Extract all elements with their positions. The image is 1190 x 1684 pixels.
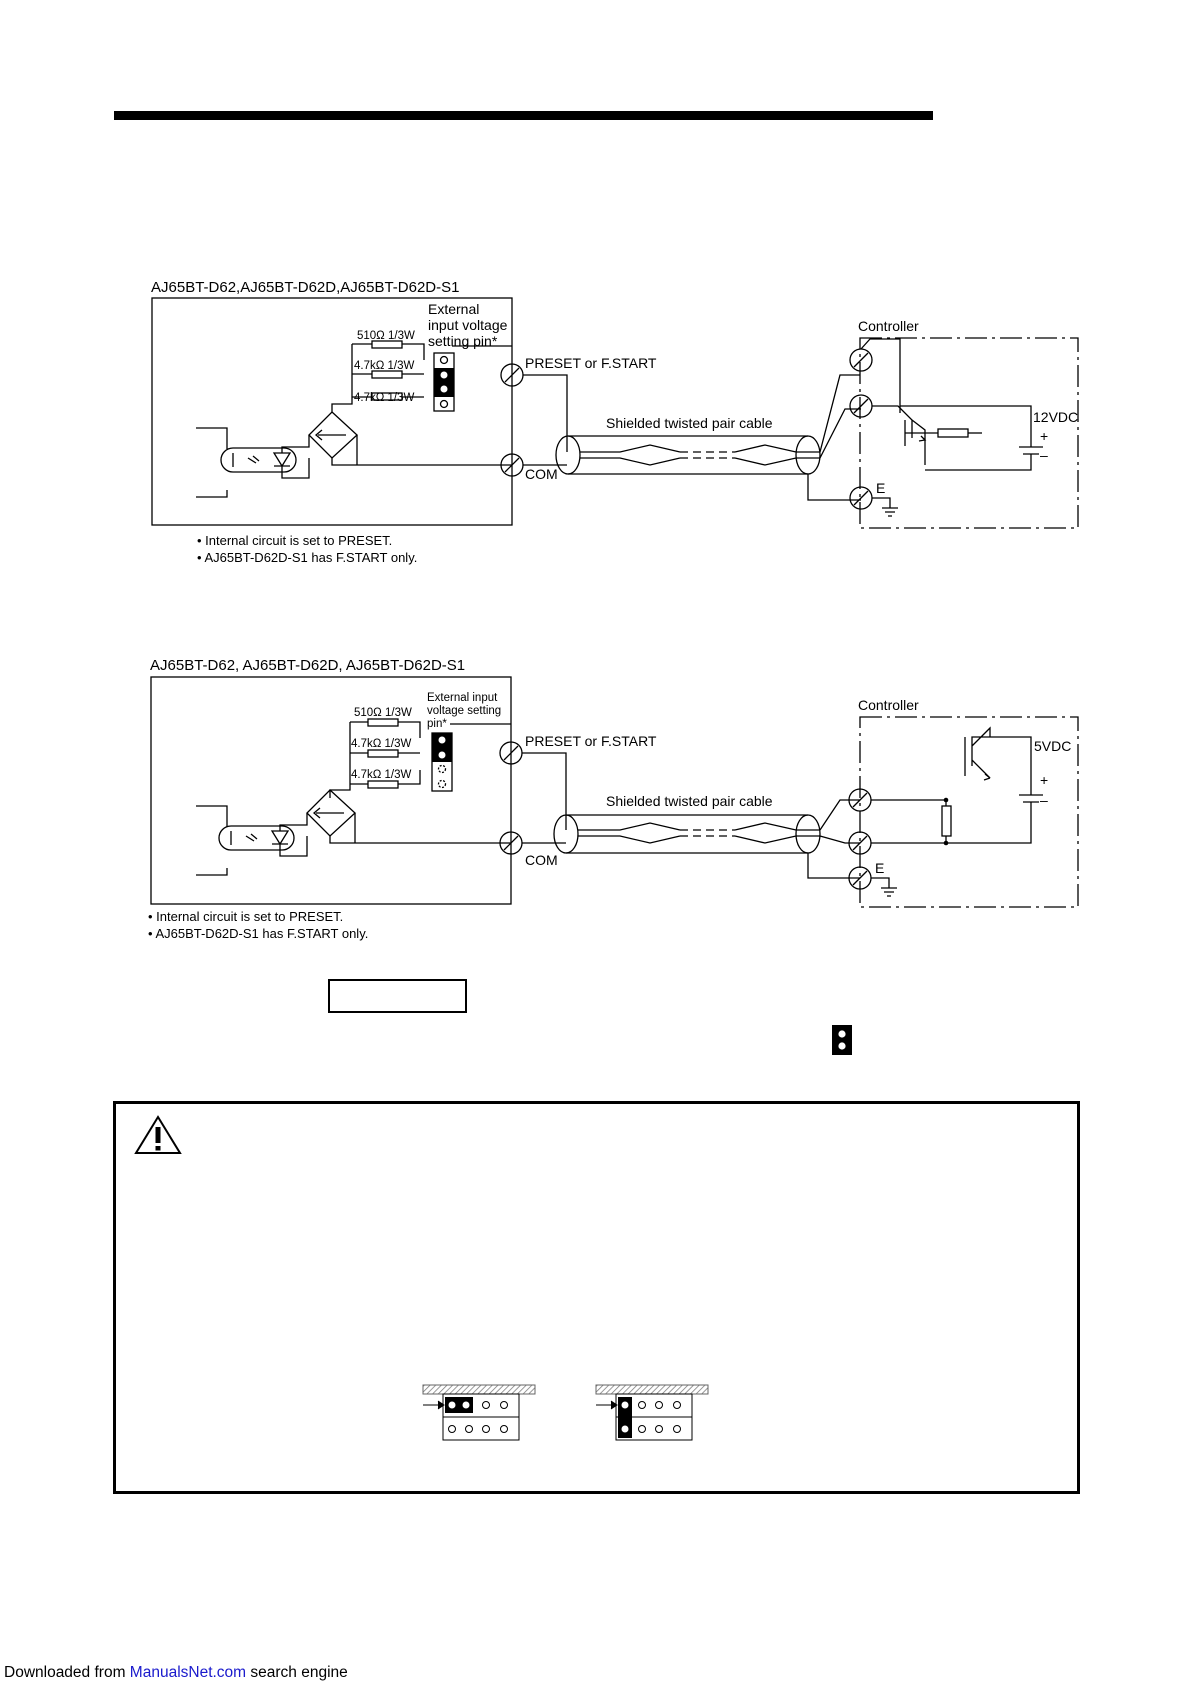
resistor-47k-2 [367,780,399,789]
footer-text: Downloaded from ManualsNet.com search en… [4,1664,348,1682]
caution-box [113,1101,1080,1494]
optocoupler [220,447,297,473]
pin-label-line1: External input [427,692,498,704]
footer-prefix: Downloaded from [4,1664,130,1681]
cable-label: Shielded twisted pair cable [606,793,773,809]
footer-suffix: search engine [246,1664,348,1681]
r1-label: 510Ω 1/3W [357,330,415,342]
com-label: COM [525,852,558,868]
cable-end-right [795,435,821,475]
ground-symbol [871,877,897,897]
minus-sign: – [1040,792,1048,808]
resistor-47k-1 [367,749,399,758]
wiring-diagram-5vdc: AJ65BT-D62, AJ65BT-D62D, AJ65BT-D62D-S1 … [148,657,1079,941]
pin-label-line2: input voltage [428,317,508,333]
pin-label-line2: voltage setting [427,705,501,717]
note-2: • AJ65BT-D62D-S1 has F.START only. [148,926,368,941]
module-box [151,297,513,526]
empty-label-box [328,979,467,1013]
earth-label: E [876,480,885,496]
jumper-setting-vertical [595,1384,709,1441]
plus-sign: + [1040,772,1048,788]
note-2: • AJ65BT-D62D-S1 has F.START only. [197,550,417,565]
pin-label-line3: pin* [427,718,447,730]
r1-label: 510Ω 1/3W [354,707,412,719]
com-label: COM [525,466,558,482]
jumper-setting-horizontal [422,1384,536,1441]
r3-label: 4.7kΩ 1/3W [351,769,412,781]
diagram-title: AJ65BT-D62, AJ65BT-D62D, AJ65BT-D62D-S1 [150,657,465,674]
r2-label: 4.7kΩ 1/3W [351,738,412,750]
controller-resistor [937,428,969,438]
resistor-47k-1 [371,370,403,379]
pin-label-line3: setting pin* [428,333,498,349]
module-box [150,676,512,905]
voltage-label: 12VDC [1033,409,1078,425]
controller-label: Controller [858,318,919,334]
ground-symbol [872,497,898,517]
controller-resistor [941,805,952,837]
warning-triangle-icon [134,1115,182,1154]
cable-end-left [555,435,581,475]
minus-sign: – [1040,447,1048,463]
controller-box [859,716,1079,908]
controller-label: Controller [858,697,919,713]
plus-sign: + [1040,428,1048,444]
r3-label: 4.7kΩ 1/3W [354,392,415,404]
controller-box [859,337,1079,529]
pin-label-line1: External [428,301,479,317]
preset-label: PRESET or F.START [525,733,657,749]
voltage-label: 5VDC [1034,738,1071,754]
r2-label: 4.7kΩ 1/3W [354,360,415,372]
preset-label: PRESET or F.START [525,355,657,371]
jumper-pin-icon [832,1025,852,1055]
cable-end-right [795,814,821,854]
footer-link[interactable]: ManualsNet.com [129,1664,247,1681]
header-rule [114,111,933,120]
earth-label: E [875,860,884,876]
diagram-title: AJ65BT-D62,AJ65BT-D62D,AJ65BT-D62D-S1 [151,279,459,296]
resistor-510 [371,340,403,349]
note-1: • Internal circuit is set to PRESET. [148,909,343,924]
cable-label: Shielded twisted pair cable [606,415,773,431]
note-1: • Internal circuit is set to PRESET. [197,533,392,548]
resistor-510 [367,718,399,727]
optocoupler [218,825,295,851]
wiring-diagram-12vdc: AJ65BT-D62,AJ65BT-D62D,AJ65BT-D62D-S1 Ex… [151,279,1079,565]
